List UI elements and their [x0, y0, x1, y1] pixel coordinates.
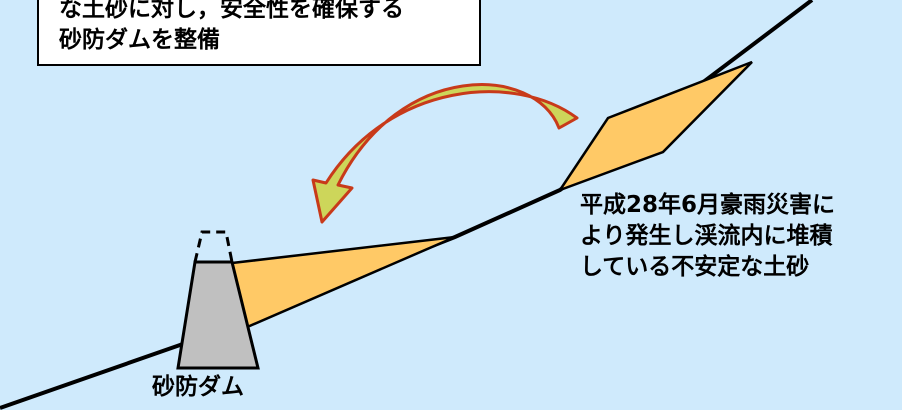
sediment-description: 平成28年6月豪雨災害に より発生し渓流内に堆積 している不安定な土砂 — [580, 190, 900, 283]
dam-raising-outline — [193, 230, 234, 263]
callout-line-2: 砂防ダムを整備 — [59, 27, 220, 53]
dam-label: 砂防ダム — [152, 374, 244, 400]
callout-line-1: な土砂に対し，安全性を確保する — [59, 0, 404, 22]
relocation-arrow-icon — [311, 83, 579, 224]
measure-callout-box: な土砂に対し，安全性を確保する 砂防ダムを整備 — [37, 0, 481, 66]
sediment-note-line-3: している不安定な土砂 — [580, 254, 810, 280]
sediment-note-line-2: より発生し渓流内に堆積 — [580, 223, 833, 249]
sediment-note-line-1: 平成28年6月豪雨災害に — [580, 192, 836, 218]
unstable-sediment-upstream — [556, 60, 753, 193]
sabo-dam-body — [176, 260, 260, 370]
retained-sediment-wedge — [230, 235, 456, 330]
